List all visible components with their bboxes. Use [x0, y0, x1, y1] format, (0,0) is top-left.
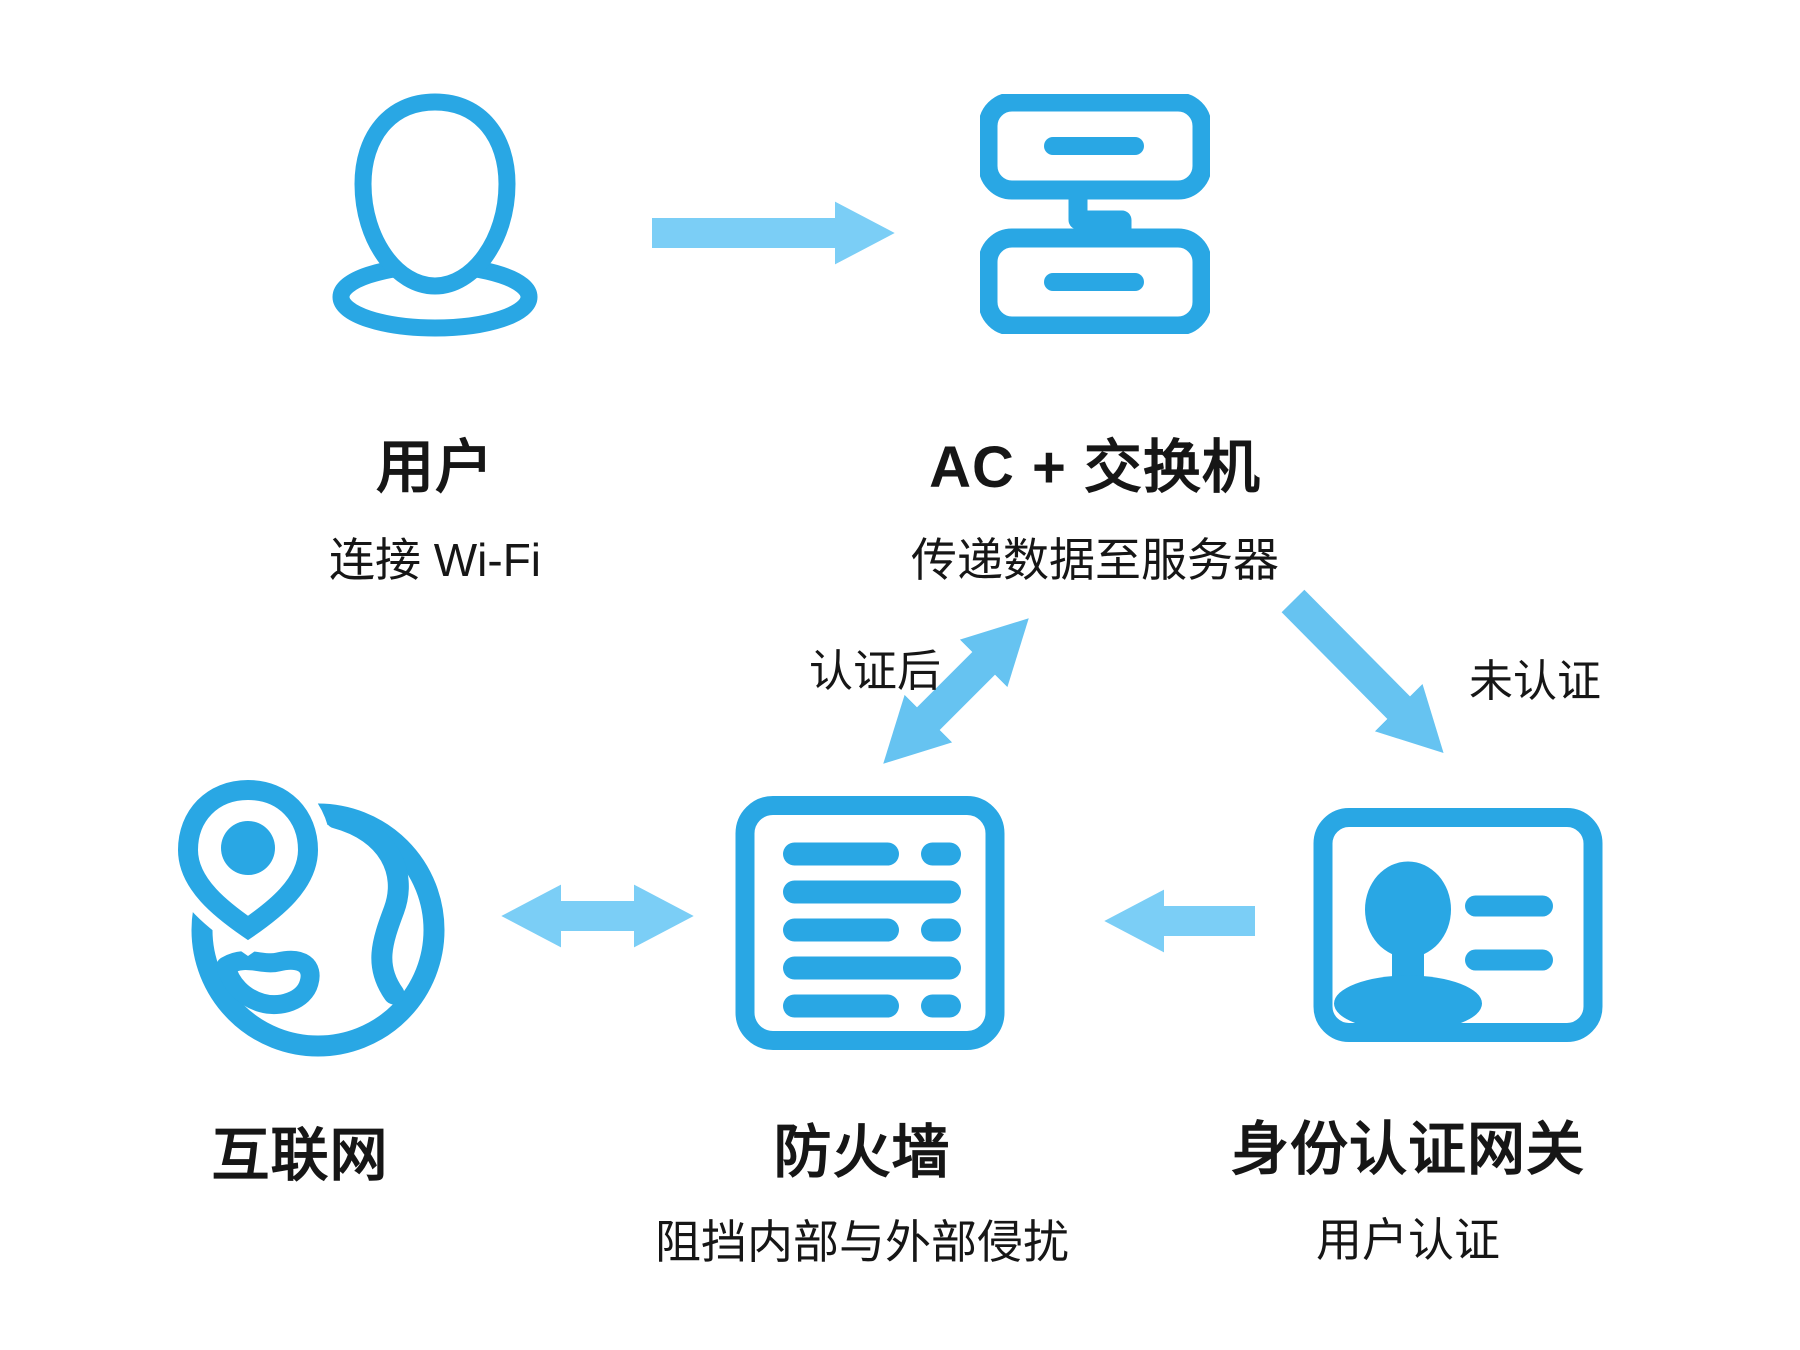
ac-switch-subtitle: 传递数据至服务器 [911, 534, 1279, 586]
internet-title: 互联网 [211, 1123, 389, 1188]
firewall-subtitle: 阻挡内部与外部侵扰 [655, 1216, 1069, 1268]
auth-gateway-subtitle: 用户认证 [1316, 1214, 1500, 1266]
card-person-silhouette [1334, 861, 1553, 1032]
firewall-icon [735, 796, 1005, 1050]
ac-switch-title: AC + 交换机 [929, 435, 1261, 500]
user-subtitle: 连接 Wi-Fi [328, 534, 542, 586]
edge-label-unauthenticated: 未认证 [1469, 657, 1601, 706]
person-icon [332, 93, 538, 337]
id-card-icon [1313, 808, 1603, 1042]
switch-stack-icon [980, 94, 1210, 334]
globe-location-icon [164, 770, 445, 1057]
edge-label-authenticated: 认证后 [809, 647, 941, 696]
arrow-ac-to-gateway [1281, 589, 1444, 753]
user-title: 用户 [375, 435, 495, 500]
firewall-title: 防火墙 [773, 1120, 951, 1185]
auth-gateway-title: 身份认证网关 [1230, 1117, 1586, 1182]
